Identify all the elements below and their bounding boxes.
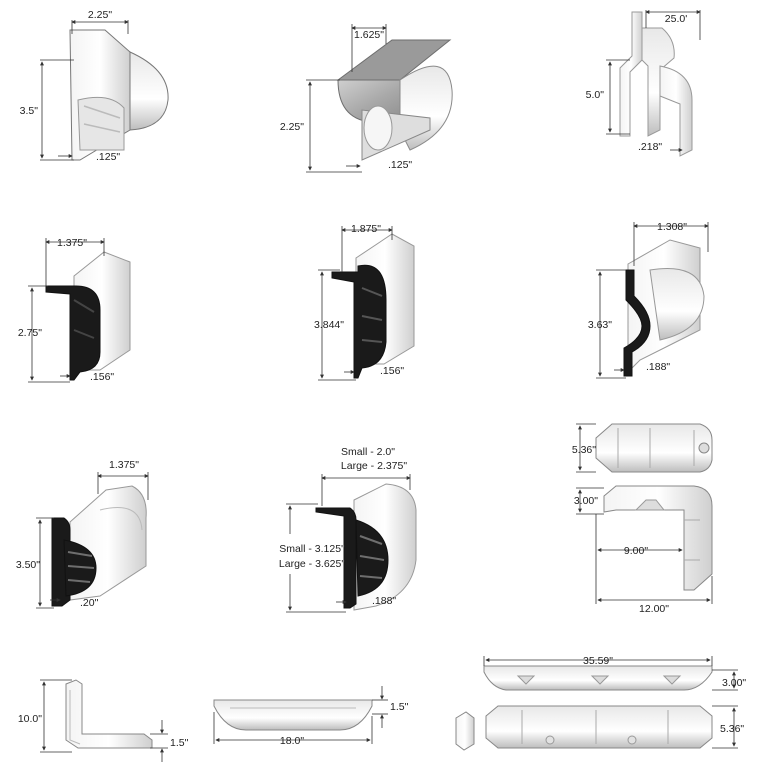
profile-12-side-view	[483, 665, 713, 691]
profile-4-width-label: 1.375"	[57, 237, 87, 249]
profile-7-thickness-label: .20"	[80, 597, 99, 609]
profile-5-dimensions: 1.875" 3.844" .156"	[314, 223, 404, 381]
profile-2-height-label: 2.25"	[280, 121, 304, 133]
profile-12-top-view	[455, 705, 713, 751]
profile-1-drawing	[69, 29, 169, 161]
profile-8-group: Small - 2.0" Large - 2.375" Small - 3.12…	[279, 446, 417, 613]
profile-5-width-label: 1.875"	[351, 223, 381, 235]
profile-11-length-label: 18.0"	[280, 735, 304, 747]
profile-1-thickness-label: .125"	[96, 151, 120, 163]
profile-10-thickness-label: 1.5"	[170, 737, 189, 749]
profile-4-group: 1.375" 2.75" .156"	[18, 237, 131, 383]
profile-3-thickness-label: .218"	[638, 141, 662, 153]
profile-4-thickness-label: .156"	[90, 371, 114, 383]
profile-9-top-height-label: 5.36"	[572, 444, 596, 456]
profile-9-dimensions: 5.36" 3.00" 9.00" 12.00"	[572, 423, 713, 615]
profile-3-dimensions: 25.0' 5.0" .218"	[586, 10, 701, 153]
profile-8-width-large-label: Large - 2.375"	[341, 460, 407, 472]
profile-12-group: 35.59" 3.00" 5.36"	[455, 655, 746, 751]
profile-3-length-label: 25.0'	[665, 13, 687, 25]
profile-7-drawing	[51, 485, 147, 607]
profile-7-height-label: 3.50"	[16, 559, 40, 571]
profile-5-group: 1.875" 3.844" .156"	[314, 223, 415, 381]
profile-9-top-view	[595, 423, 713, 473]
profile-1-dimensions: 2.25" 3.5" .125"	[20, 9, 129, 163]
profile-7-width-label: 1.375"	[109, 459, 139, 471]
profile-8-height-large-label: Large - 3.625"	[279, 558, 345, 570]
profile-2-group: 1.625" 2.25" .125"	[280, 24, 453, 173]
profile-8-height-small-label: Small - 3.125"	[279, 543, 345, 555]
profile-8-dimensions: Small - 2.0" Large - 2.375" Small - 3.12…	[279, 446, 411, 613]
profile-12-length-label: 35.59"	[583, 655, 613, 667]
profile-12-dimensions: 35.59" 3.00" 5.36"	[483, 655, 746, 749]
profile-1-height-label: 3.5"	[20, 105, 39, 117]
profile-10-height-label: 10.0"	[18, 713, 42, 725]
profile-1-group: 2.25" 3.5" .125"	[20, 9, 169, 163]
profile-7-dimensions: 1.375" 3.50" .20"	[16, 459, 149, 609]
profile-11-group: 1.5" 18.0"	[213, 686, 409, 747]
profile-9-length-label: 12.00"	[639, 603, 669, 615]
profile-9-group: 5.36" 3.00" 9.00" 12.00"	[572, 423, 713, 615]
profile-8-width-small-label: Small - 2.0"	[341, 446, 395, 458]
profile-5-thickness-label: .156"	[380, 365, 404, 377]
profile-10-group: 10.0" 1.5"	[18, 679, 189, 762]
profile-9-angle-view	[603, 485, 713, 591]
profile-8-thickness-label: .188"	[372, 595, 396, 607]
profile-5-height-label: 3.844"	[314, 319, 344, 331]
profile-10-dimensions: 10.0" 1.5"	[18, 679, 189, 762]
profile-2-drawing	[336, 39, 453, 161]
profile-12-height-label: 3.00"	[722, 677, 746, 689]
profile-4-drawing	[45, 251, 131, 381]
profile-11-drawing	[213, 699, 373, 731]
profile-9-height-label: 3.00"	[574, 495, 598, 507]
profile-5-drawing	[331, 233, 415, 379]
profile-7-group: 1.375" 3.50" .20"	[16, 459, 149, 609]
profile-2-dimensions: 1.625" 2.25" .125"	[280, 24, 412, 173]
profile-10-drawing	[65, 679, 153, 749]
profile-4-height-label: 2.75"	[18, 327, 42, 339]
profile-8-drawing	[315, 483, 417, 611]
profile-2-thickness-label: .125"	[388, 159, 412, 171]
profile-9-depth-label: 9.00"	[624, 545, 648, 557]
profile-6-drawing	[623, 239, 705, 377]
profile-6-group: 1.308" 3.63" .188"	[588, 221, 709, 379]
profile-3-height-label: 5.0"	[586, 89, 605, 101]
profile-4-dimensions: 1.375" 2.75" .156"	[18, 237, 115, 383]
profile-11-dimensions: 1.5" 18.0"	[213, 686, 409, 747]
profile-6-thickness-label: .188"	[646, 361, 670, 373]
profile-11-thickness-label: 1.5"	[390, 701, 409, 713]
profile-6-width-label: 1.308"	[657, 221, 687, 233]
profile-6-dimensions: 1.308" 3.63" .188"	[588, 221, 709, 379]
profile-2-width-label: 1.625"	[354, 29, 384, 41]
profile-3-drawing	[619, 11, 693, 157]
profile-12-width-label: 5.36"	[720, 723, 744, 735]
profile-3-group: 25.0' 5.0" .218"	[586, 10, 701, 157]
profile-6-height-label: 3.63"	[588, 319, 612, 331]
profile-1-width-label: 2.25"	[88, 9, 112, 21]
